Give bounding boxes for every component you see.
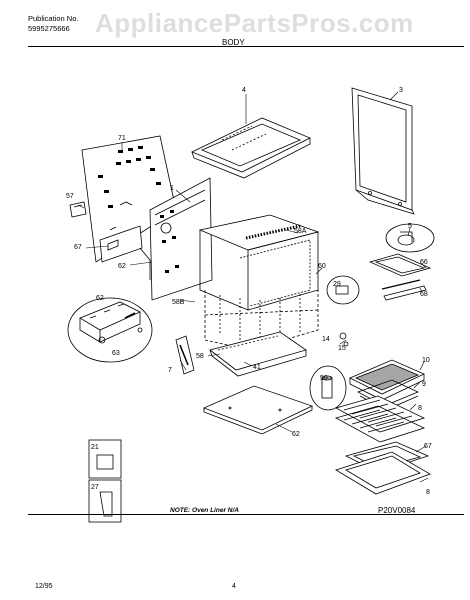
callout-7: 7 [168, 367, 172, 374]
watermark: AppliancePartsPros.com [95, 8, 414, 38]
part-57 [69, 201, 87, 218]
callout-58: 58 [196, 353, 204, 360]
callout-58B: 58B [172, 299, 185, 306]
header-rule [28, 46, 464, 47]
callout-67-left: 67 [74, 244, 82, 251]
bottom-tray [335, 451, 431, 495]
legend-box-21 [88, 439, 122, 479]
callout-5: 5 [408, 223, 412, 230]
callout-62-inset: 62 [96, 295, 104, 302]
callout-58A: 58A [294, 228, 307, 235]
callout-10: 10 [422, 357, 430, 364]
oven-racks [334, 395, 426, 443]
side-bracket [99, 225, 151, 280]
callout-66: 66 [420, 259, 428, 266]
callout-4: 4 [242, 87, 246, 94]
callout-41: 41 [253, 364, 261, 371]
callout-8-lower: 8 [426, 489, 430, 496]
leader-lines [77, 91, 429, 483]
bolt [339, 332, 349, 347]
part-29-inset [326, 275, 360, 305]
callout-14: 14 [322, 336, 330, 343]
footer-rule [28, 514, 464, 515]
callout-labels: 71 4 3 1 57 67 62 62 63 58B 58A 58 41 7 … [66, 87, 432, 496]
drawer-panel [202, 385, 314, 435]
top-panel [191, 117, 311, 179]
oven-liner-note: NOTE: Oven Liner N/A [170, 507, 239, 514]
cabinet-body [149, 177, 320, 351]
callout-71: 71 [118, 135, 126, 142]
callout-57: 57 [66, 193, 74, 200]
callout-29: 29 [333, 281, 341, 288]
publication-number: 5995275666 [28, 24, 70, 33]
callout-15: 15 [338, 345, 346, 352]
callout-68: 68 [420, 291, 428, 298]
footer-date: 12/95 [35, 583, 53, 590]
callout-21: 21 [91, 444, 99, 451]
publication-label: Publication No. [28, 14, 79, 23]
inset-detail [67, 297, 153, 363]
callout-1: 1 [170, 185, 174, 192]
part-59-inset [309, 365, 347, 411]
callout-62-lower: 62 [292, 431, 300, 438]
page-number: 4 [232, 583, 236, 590]
callout-63: 63 [112, 350, 120, 357]
callout-59: 59 [320, 375, 328, 382]
callout-67-right: 67 [424, 443, 432, 450]
side-panel [351, 87, 415, 215]
callout-3: 3 [399, 87, 403, 94]
callout-60: 60 [318, 263, 326, 270]
bottom-panel [209, 331, 307, 377]
figure-reference: P20V0084 [378, 506, 416, 515]
callout-27: 27 [91, 484, 99, 491]
section-title: BODY [222, 38, 245, 47]
element-inset [385, 223, 435, 253]
bake-element [368, 253, 432, 301]
callout-8-upper: 8 [418, 405, 422, 412]
legend-box-27 [88, 479, 122, 523]
callout-9: 9 [422, 381, 426, 388]
callout-62-upper: 62 [118, 263, 126, 270]
